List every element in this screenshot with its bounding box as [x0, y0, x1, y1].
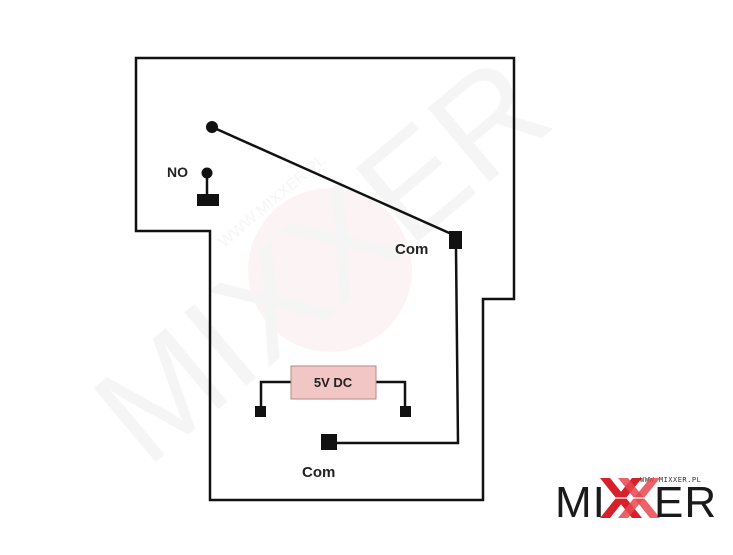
- mixxer-logo: WWW.MIXXER.PL MI ER: [555, 476, 717, 527]
- watermark-circle: [248, 188, 412, 352]
- com-top-terminal: [449, 231, 462, 249]
- logo-url: WWW.MIXXER.PL: [640, 476, 701, 484]
- coil-body: [290, 365, 377, 400]
- no-contact-pad: [197, 194, 219, 206]
- relay-outline: [134, 56, 516, 502]
- logo-suffix: ER: [654, 478, 717, 527]
- coil-lead-left: [259, 380, 292, 409]
- coil-lead-right: [375, 380, 407, 409]
- logo-xx-mark: [600, 478, 660, 518]
- switch-arm: [211, 125, 457, 238]
- com-bottom-label: Com: [302, 464, 335, 481]
- switch-pivot-dot: [206, 121, 218, 133]
- watermark: MIXXER WWW.MIXXER.PL: [65, 27, 577, 492]
- coil-right-pin: [400, 406, 411, 417]
- watermark-text: MIXXER: [65, 27, 577, 492]
- coil-label: 5V DC: [314, 375, 353, 390]
- com-top-label: Com: [395, 241, 428, 258]
- com-internal-wire: [330, 248, 460, 445]
- no-label: NO: [167, 164, 188, 180]
- com-bottom-terminal: [321, 434, 337, 450]
- logo-prefix: MI: [555, 478, 606, 527]
- coil-left-pin: [255, 406, 266, 417]
